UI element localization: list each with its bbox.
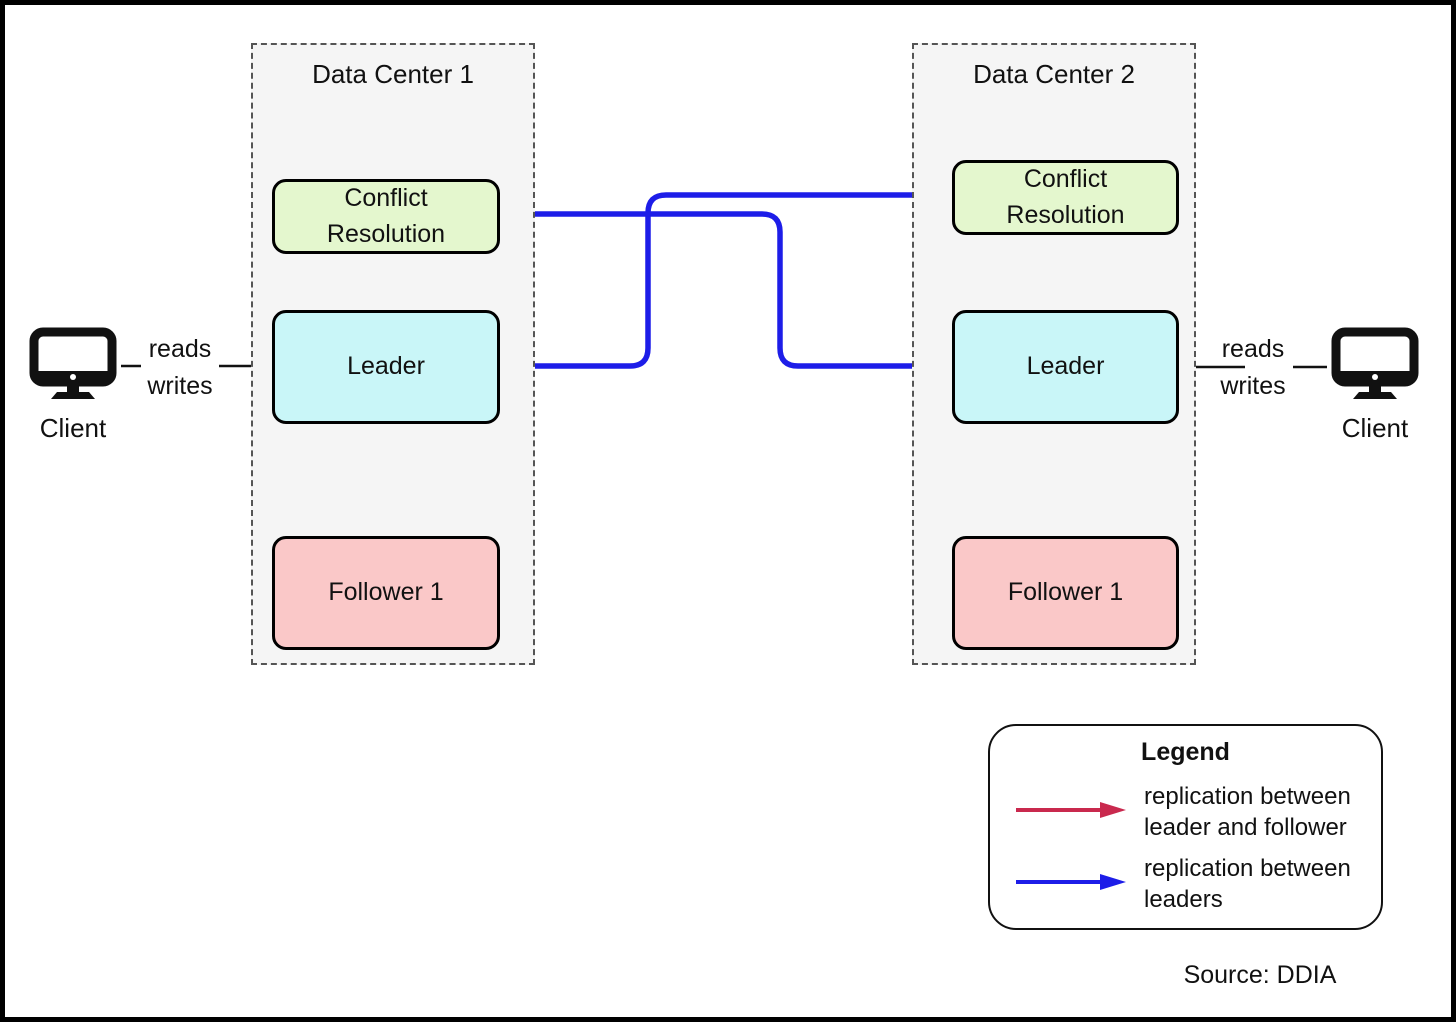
follower-label: Follower 1 [328,578,444,607]
follower-node-dc2: Follower 1 [952,536,1179,650]
legend-line: leaders [1144,886,1223,913]
conflict-resolution-node-dc2: Conflict Resolution [952,160,1179,235]
follower-label: Follower 1 [1007,578,1124,607]
legend-item-text: replication between leader and follower [1144,781,1351,843]
client-label: Client [39,413,107,443]
data-center-1: Data Center 1 Conflict Resolution Leader… [251,43,535,665]
conflict-resolution-node-dc1: Conflict Resolution [272,179,500,254]
follower-node-dc1: Follower 1 [272,536,500,650]
legend-item-text: replication between leaders [1144,853,1351,915]
reads-label: reads [148,335,212,363]
legend-line: leader and follower [1144,814,1347,841]
writes-label: writes [147,372,213,400]
source-attribution: Source: DDIA [1183,961,1337,989]
legend-item-leader-follower: replication between leader and follower [990,781,1381,843]
data-center-2-title: Data Center 2 [973,59,1135,89]
leader-node-dc2: Leader [952,310,1179,424]
writes-label: writes [1220,372,1286,400]
legend-title: Legend [1141,738,1230,766]
reads-writes-label-left: reads writes [132,331,228,405]
reads-label: reads [1221,335,1285,363]
reads-writes-label-right: reads writes [1205,331,1301,405]
legend-line: replication between [1144,855,1351,882]
client-right: Client [1315,327,1435,444]
arrow-leader2-to-conflict1 [500,204,950,369]
arrow-leader1-to-conflict2 [498,185,948,369]
blue-arrow-key-icon [1014,873,1126,896]
data-center-2: Data Center 2 Conflict Resolution Leader… [912,43,1196,665]
leader-label: Leader [347,352,425,381]
client-label: Client [1341,413,1409,443]
client-left: Client [13,327,133,444]
client-monitor-icon [1331,327,1419,404]
legend: Legend replication between leader and fo… [988,724,1383,930]
leader-node-dc1: Leader [272,310,500,424]
conflict-resolution-label: Conflict Resolution [326,184,446,248]
legend-item-leaders: replication between leaders [990,853,1381,915]
client-monitor-icon [29,327,117,404]
conflict-resolution-label: Conflict Resolution [1006,165,1125,229]
leader-label: Leader [1026,352,1105,381]
red-arrow-key-icon [1014,801,1126,824]
data-center-1-title: Data Center 1 [312,59,474,89]
legend-line: replication between [1144,783,1351,810]
